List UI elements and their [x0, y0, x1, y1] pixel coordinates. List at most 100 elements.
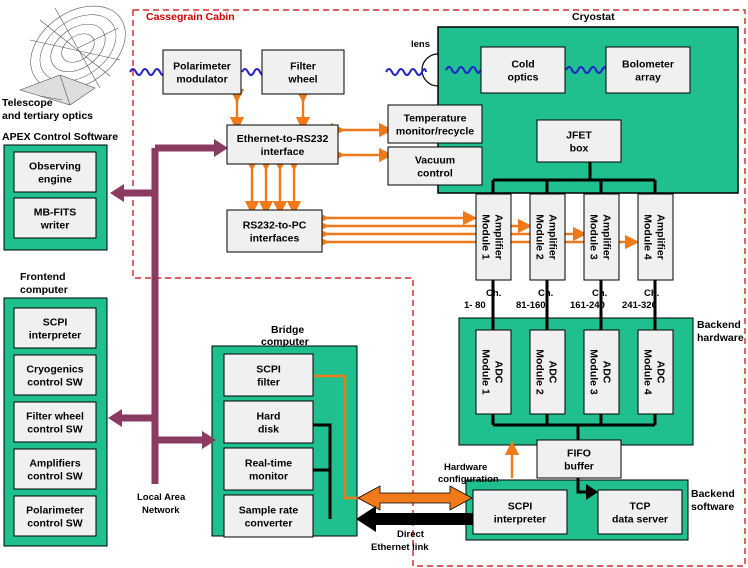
amplifier-module-1-line-2: Module 1	[480, 214, 492, 260]
tcp-arrowhead	[586, 484, 598, 500]
lens-label: lens	[411, 39, 430, 50]
obs-label-1: Observing	[29, 161, 81, 173]
amplifier-module-1: AmplifierModule 1	[475, 193, 512, 281]
bolometer-label-1: Bolometer	[622, 59, 674, 71]
lan-label-2: Network	[142, 505, 180, 516]
jfet-label-1: JFET	[566, 130, 592, 142]
channel-label-3-2: 161-240	[570, 300, 605, 311]
bs-tcp-label-1: TCP	[630, 501, 651, 513]
filterwheel-label-2: wheel	[287, 74, 317, 86]
telescope-label-2: and tertiary optics	[2, 110, 93, 122]
bs-scpi-label-2: interpreter	[494, 514, 547, 526]
rs232pc-label-1: RS232-to-PC	[243, 220, 307, 232]
adc-module-1: ADCModule 1	[475, 329, 512, 415]
apex-label: APEX Control Software	[2, 131, 118, 143]
optical-path-3	[385, 68, 427, 76]
adc-module-3: ADCModule 3	[583, 329, 620, 415]
backend-sw-label-1: Backend	[691, 488, 735, 500]
telescope-dish-icon	[19, 5, 126, 106]
fe-scpi-label-2: interpreter	[29, 330, 82, 342]
rs232pc-label-2: interfaces	[250, 233, 300, 245]
amplifier-module-3-line-1: Amplifier	[601, 214, 613, 260]
amplifier-module-3: AmplifierModule 3	[583, 193, 620, 281]
channel-label-4-1: Ch.	[644, 288, 659, 299]
fe-filter-label-2: control SW	[27, 424, 83, 436]
coldoptics-label-1: Cold	[511, 59, 534, 71]
cassegrain-label: Cassegrain Cabin	[146, 11, 235, 23]
frontend-label-2: computer	[20, 284, 68, 296]
br-rt-label-1: Real-time	[245, 458, 292, 470]
fe-pol-label-1: Polarimeter	[26, 505, 84, 517]
backend-hw-label-2: hardware	[697, 332, 744, 344]
fe-cryo-label-1: Cryogenics	[26, 364, 83, 376]
temp-label-1: Temperature	[404, 113, 467, 125]
svg-text:ADCModule 4: ADCModule 4	[642, 349, 667, 395]
mbfits-label-1: MB-FITS	[34, 207, 77, 219]
svg-text:AmplifierModule 3: AmplifierModule 3	[588, 214, 613, 260]
br-disk-label-2: disk	[258, 424, 279, 436]
hwconf-label-1: Hardware	[444, 462, 487, 473]
obs-label-2: engine	[38, 174, 72, 186]
fe-filter-label-1: Filter wheel	[26, 411, 84, 423]
adc-module-2-line-2: Module 2	[534, 349, 546, 395]
bolometer-label-2: array	[635, 72, 661, 84]
svg-text:ADCModule 1: ADCModule 1	[480, 349, 505, 395]
channel-label-2-1: Ch.	[538, 288, 553, 299]
telescope-label-1: Telescope	[2, 97, 53, 109]
optical-path-5	[565, 66, 607, 74]
mbfits-label-2: writer	[40, 220, 70, 232]
ethlink-label-1: Direct	[397, 529, 425, 540]
svg-text:AmplifierModule 2: AmplifierModule 2	[534, 214, 559, 260]
fe-cryo-label-2: control SW	[27, 377, 83, 389]
lan-bus	[118, 144, 218, 484]
br-disk-label-1: Hard	[257, 411, 281, 423]
adc-module-3-line-2: Module 3	[588, 349, 600, 395]
bs-tcp-label-2: data server	[612, 514, 668, 526]
data-lines	[313, 162, 657, 519]
adc-module-2: ADCModule 2	[529, 329, 566, 415]
fe-pol-label-2: control SW	[27, 518, 83, 530]
lan-arrowheads	[108, 139, 228, 449]
adc-module-3-line-1: ADC	[601, 361, 613, 384]
hwconf-label-2: configuration	[438, 474, 499, 485]
amplifier-module-3-line-2: Module 3	[588, 214, 600, 260]
adc-module-1-line-1: ADC	[493, 361, 505, 384]
ethrs232-label-2: interface	[261, 146, 305, 158]
br-scpi-label-1: SCPI	[256, 364, 281, 376]
svg-text:ADCModule 3: ADCModule 3	[588, 349, 613, 395]
filterwheel-label-1: Filter	[290, 61, 316, 73]
component-boxes: PolarimetermodulatorFilterwheelColdoptic…	[13, 46, 691, 538]
cassegrain-cabin-border	[132, 9, 746, 567]
bridge-label-1: Bridge	[271, 324, 304, 336]
fe-scpi-label-1: SCPI	[43, 317, 68, 329]
fe-amp-label-2: control SW	[27, 471, 83, 483]
br-sample-label-2: converter	[245, 518, 293, 530]
adc-module-2-line-1: ADC	[547, 361, 559, 384]
br-scpi-label-2: filter	[257, 377, 280, 389]
optical-path-4	[445, 66, 481, 74]
fifo-label-1: FIFO	[567, 448, 591, 460]
backend-sw-label-2: software	[691, 501, 734, 513]
svg-text:AmplifierModule 1: AmplifierModule 1	[480, 214, 505, 260]
adc-module-4-line-1: ADC	[655, 361, 667, 384]
